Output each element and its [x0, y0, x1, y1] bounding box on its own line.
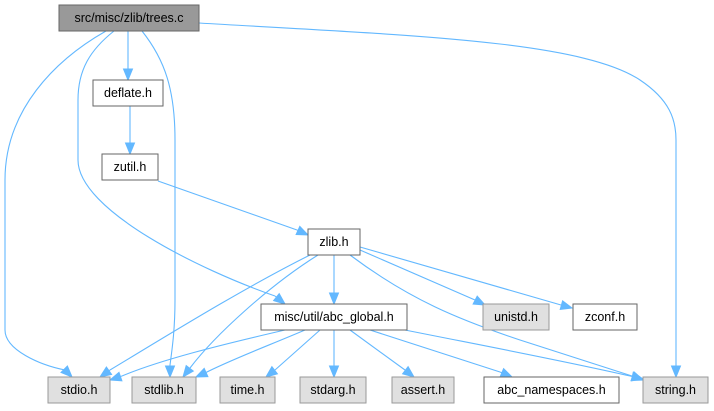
arrowhead-icon — [401, 365, 416, 378]
edge-line — [359, 246, 562, 306]
edge-zlib-h-to-stdlib-h — [182, 254, 319, 379]
arrowhead-icon — [499, 367, 514, 378]
arrowhead-icon — [164, 365, 176, 379]
node-label: stdlib.h — [144, 383, 184, 397]
edge-line — [349, 329, 406, 371]
edge-line — [349, 254, 633, 377]
edge-zutil-h-to-zlib-h — [157, 180, 310, 236]
arrowhead-icon — [98, 366, 113, 378]
node-unistd-h[interactable]: unistd.h — [482, 303, 550, 331]
node-zlib-h[interactable]: zlib.h — [307, 228, 361, 256]
edge-line — [157, 180, 298, 231]
arrowhead-icon — [472, 295, 487, 306]
node-label: deflate.h — [104, 86, 152, 100]
arrowhead-icon — [122, 68, 134, 82]
node-label: zutil.h — [114, 160, 147, 174]
node-label: stdio.h — [61, 383, 98, 397]
edge-line — [204, 329, 306, 374]
edge-line — [121, 329, 286, 377]
arrowhead-icon — [295, 225, 310, 236]
edge-abc-global-h-to-string-h — [404, 329, 645, 382]
arrowhead-icon — [60, 365, 73, 378]
node-zconf-h[interactable]: zconf.h — [572, 303, 638, 331]
node-deflate-h[interactable]: deflate.h — [92, 79, 164, 107]
edge-trees-c-to-abc-global-h — [77, 30, 287, 305]
edge-line — [274, 329, 321, 371]
node-stdlib-h[interactable]: stdlib.h — [131, 376, 197, 404]
node-label: src/misc/zlib/trees.c — [74, 11, 183, 25]
node-trees-c[interactable]: src/misc/zlib/trees.c — [58, 4, 200, 32]
edge-trees-c-to-string-h — [198, 22, 682, 379]
node-label: zlib.h — [319, 235, 348, 249]
edge-zlib-h-to-abc-global-h — [328, 255, 340, 306]
edge-line — [109, 254, 311, 371]
edge-line — [141, 30, 176, 366]
edge-trees-c-to-stdlib-h — [141, 30, 176, 379]
edges-layer — [4, 22, 682, 382]
node-label: assert.h — [401, 383, 446, 397]
arrowhead-icon — [124, 142, 136, 156]
node-label: string.h — [655, 383, 696, 397]
edge-abc-global-h-to-stdlib-h — [194, 329, 306, 378]
arrowhead-icon — [559, 299, 574, 310]
node-stdio-h[interactable]: stdio.h — [47, 376, 111, 404]
edge-abc-global-h-to-stdarg-h — [328, 330, 340, 379]
arrowhead-icon — [194, 367, 209, 378]
edge-line — [369, 329, 501, 373]
edge-line — [189, 254, 319, 369]
arrowhead-icon — [264, 365, 279, 378]
edge-line — [4, 30, 107, 371]
nodes-layer: src/misc/zlib/trees.c deflate.h zutil.h … — [47, 4, 709, 404]
arrowhead-icon — [108, 371, 123, 382]
arrowhead-icon — [272, 292, 287, 305]
arrowhead-icon — [182, 364, 195, 379]
edge-line — [77, 30, 276, 297]
edge-line — [359, 249, 476, 301]
edge-zlib-h-to-stdio-h — [98, 254, 311, 378]
edge-trees-c-to-deflate-h — [122, 31, 134, 82]
edge-abc-global-h-to-time-h — [264, 329, 321, 378]
arrowhead-icon — [328, 365, 340, 379]
node-label: time.h — [230, 383, 264, 397]
node-label: zconf.h — [585, 310, 625, 324]
edge-deflate-h-to-zutil-h — [124, 106, 136, 156]
node-zutil-h[interactable]: zutil.h — [101, 153, 159, 181]
arrowhead-icon — [328, 292, 340, 306]
edge-trees-c-to-stdio-h — [4, 30, 107, 378]
edge-zlib-h-to-zconf-h — [359, 246, 574, 310]
node-label: unistd.h — [494, 310, 538, 324]
node-assert-h[interactable]: assert.h — [391, 376, 455, 404]
node-time-h[interactable]: time.h — [219, 376, 276, 404]
arrowhead-icon — [670, 365, 682, 379]
edge-zlib-h-to-unistd-h — [359, 249, 487, 306]
edge-abc-global-h-to-stdio-h — [108, 329, 286, 382]
node-abc-global-h[interactable]: misc/util/abc_global.h — [260, 303, 408, 331]
node-label: misc/util/abc_global.h — [274, 310, 394, 324]
node-stdarg-h[interactable]: stdarg.h — [299, 376, 367, 404]
edge-line — [198, 22, 677, 365]
node-string-h[interactable]: string.h — [642, 376, 709, 404]
edge-abc-global-h-to-assert-h — [349, 329, 416, 378]
node-abc-namespaces-h[interactable]: abc_namespaces.h — [483, 376, 620, 404]
node-label: abc_namespaces.h — [497, 383, 605, 397]
arrowhead-icon — [630, 371, 645, 382]
edge-line — [404, 329, 631, 377]
node-label: stdarg.h — [310, 383, 355, 397]
